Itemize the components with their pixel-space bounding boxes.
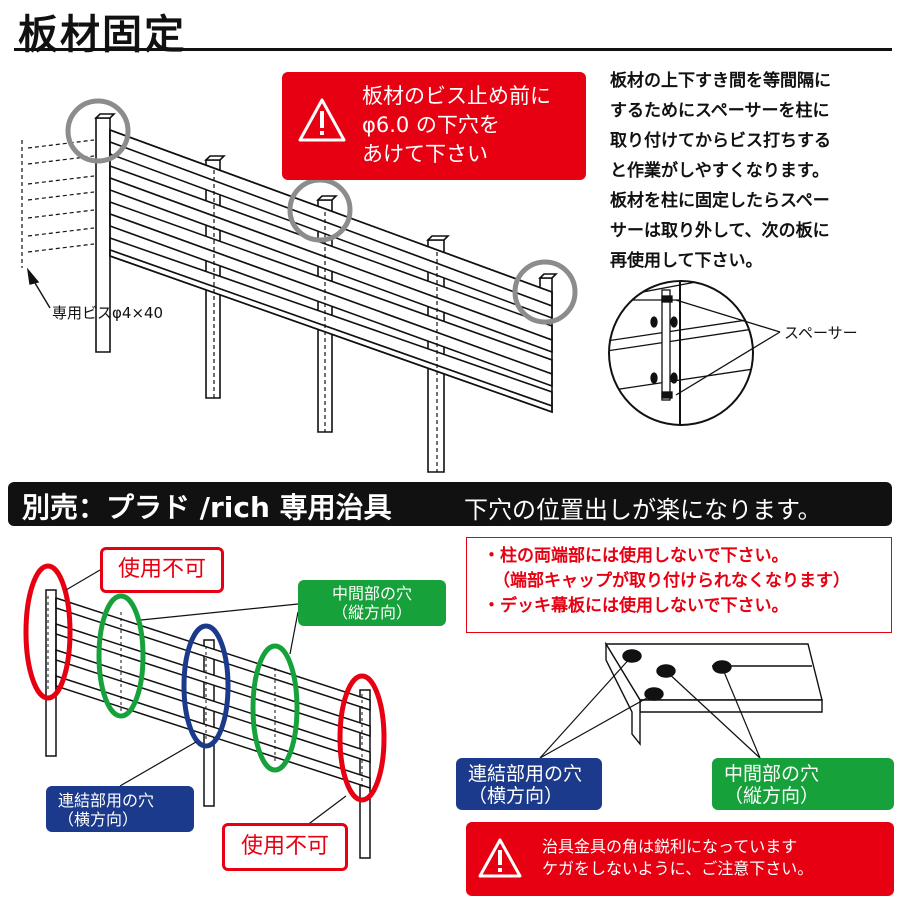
note-line: ・デッキ幕板には使用しないで下さい。 [483, 596, 789, 616]
label-line: 連結部用の穴 [468, 763, 583, 785]
not-usable-label-top: 使用不可 [100, 547, 224, 593]
warning-line-1: 板材のビス止め前に [362, 84, 551, 108]
screw-label: 専用ビスφ4×40 [52, 304, 164, 322]
warning-line-2: ケガをしないように、ご注意下さい。 [542, 859, 814, 878]
label-line: 中間部の穴 [724, 763, 820, 785]
label-line: （縦方向） [724, 785, 820, 807]
deck-jig-drawing [604, 641, 823, 746]
title-rule [14, 48, 892, 51]
middle-hole-label-right: 中間部の穴 （縦方向） [712, 758, 894, 810]
middle-hole-label-left: 中間部の穴 （縦方向） [298, 580, 446, 626]
joint-hole-label-right: 連結部用の穴 （横方向） [456, 758, 602, 810]
warning-line-3: あけて下さい [362, 142, 488, 166]
desc-line: 板材の上下すき間を等間隔に [610, 71, 831, 91]
desc-line: 板材を柱に固定したらスペー [610, 191, 830, 211]
fence-illustration-top [94, 113, 558, 473]
note-line: ・柱の両端部には使用しないで下さい。 [483, 546, 789, 566]
highlight-circles [65, 98, 578, 325]
desc-line: サーは取り外して、次の板に [610, 221, 830, 241]
warning-box-pilot-hole: 板材のビス止め前に φ6.0 の下穴を あけて下さい [282, 72, 586, 180]
label-line: 中間部の穴 [331, 584, 412, 603]
label-line: 連結部用の穴 [58, 791, 155, 810]
usage-notes: ・柱の両端部には使用しないで下さい。 （端部キャップが取り付けられなくなります）… [466, 537, 892, 633]
banner-title: 別売：プラド /rich 専用治具 [22, 491, 392, 524]
desc-line: 取り付けてからビス打ちする [610, 131, 831, 151]
label-line: （縦方向） [331, 603, 412, 622]
joint-hole-label-left: 連結部用の穴 （横方向） [46, 786, 194, 832]
screw-guides [21, 139, 438, 472]
warning-line-2: φ6.0 の下穴を [362, 113, 500, 137]
not-usable-label-bottom: 使用不可 [222, 823, 348, 871]
warning-line-1: 治具金具の角は鋭利になっています [542, 837, 798, 856]
desc-line: するためにスペーサーを柱に [610, 101, 830, 121]
screw-arrow [26, 267, 51, 309]
banner-subtitle: 下穴の位置出しが楽になります。 [464, 496, 822, 524]
desc-line: 再使用して下さい。 [610, 251, 763, 271]
note-line: （端部キャップが取り付けられなくなります） [493, 571, 850, 591]
spacer-description: 板材の上下すき間を等間隔に するためにスペーサーを柱に 取り付けてからビス打ちす… [610, 66, 895, 276]
spacer-detail [608, 280, 781, 426]
label-line: （横方向） [468, 785, 564, 807]
label-line: （横方向） [58, 810, 139, 829]
warning-box-sharp-edges: 治具金具の角は鋭利になっています ケガをしないように、ご注意下さい。 [466, 822, 894, 896]
callout-lines-deck [539, 655, 761, 759]
jig-ellipses [23, 563, 387, 803]
jig-dashes [47, 596, 363, 790]
desc-line: と作業がしやすくなります。 [610, 161, 830, 181]
section-title: 板材固定 [18, 12, 186, 58]
spacer-label: スペーサー [784, 324, 858, 342]
jig-banner: 別売：プラド /rich 専用治具 下穴の位置出しが楽になります。 [8, 482, 892, 526]
